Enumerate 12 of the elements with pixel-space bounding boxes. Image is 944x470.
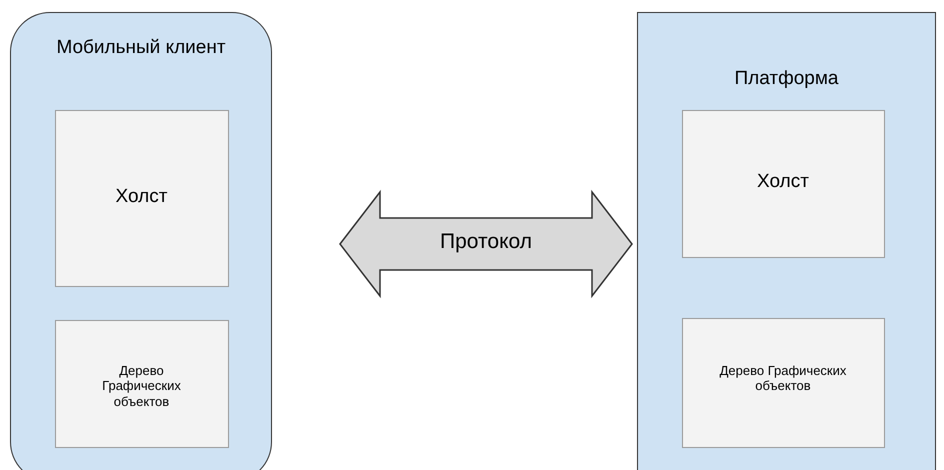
object-tree-box bbox=[682, 318, 884, 448]
box-label: Дерево Графических объектов bbox=[718, 362, 848, 394]
client-panel bbox=[10, 12, 272, 470]
object-tree-box bbox=[54, 320, 228, 448]
canvas-box bbox=[682, 110, 884, 258]
panel-title: Платформа bbox=[734, 68, 840, 91]
platform-panel bbox=[637, 12, 936, 470]
box-label: Холст bbox=[756, 170, 810, 194]
canvas-box bbox=[54, 110, 228, 286]
panel-title: Мобильный клиент bbox=[55, 37, 227, 60]
box-label: Дерево Графических объектов bbox=[101, 362, 182, 410]
box-label: Холст bbox=[114, 186, 168, 208]
